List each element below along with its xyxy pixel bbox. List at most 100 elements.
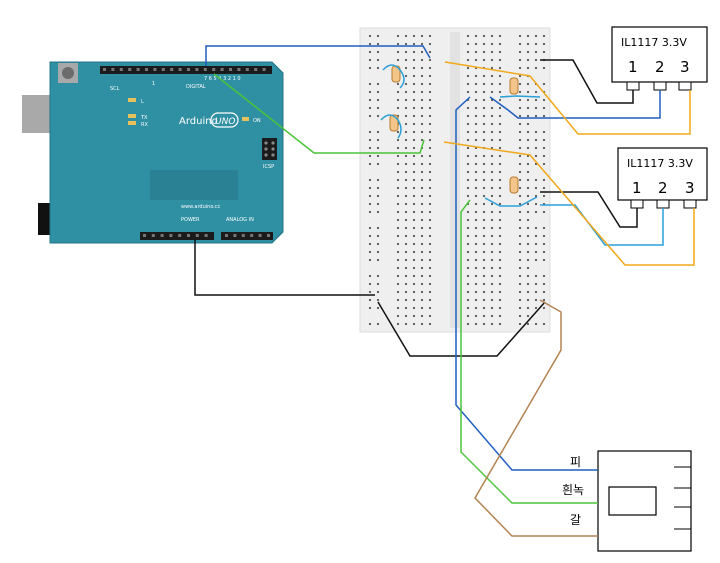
- header-pin: [245, 68, 249, 71]
- breadboard-hole: [518, 194, 522, 198]
- breadboard-hole: [396, 234, 400, 238]
- breadboard-hole: [526, 130, 530, 134]
- breadboard-hole: [428, 218, 432, 222]
- breadboard-hole: [490, 306, 494, 310]
- breadboard-hole: [368, 234, 372, 238]
- breadboard-hole: [412, 194, 416, 198]
- wires: [194, 45, 695, 537]
- breadboard-hole: [368, 290, 372, 294]
- breadboard-hole: [526, 202, 530, 206]
- breadboard-hole: [534, 138, 538, 142]
- breadboard-hole: [534, 146, 538, 150]
- wire-digital-blue: [205, 45, 431, 66]
- breadboard-hole: [518, 210, 522, 214]
- breadboard-hole: [534, 130, 538, 134]
- breadboard-hole: [534, 50, 538, 54]
- breadboard-hole: [526, 90, 530, 94]
- breadboard-hole: [368, 258, 372, 262]
- breadboard-hole: [428, 210, 432, 214]
- breadboard-hole: [368, 298, 372, 302]
- analog-label: ANALOG IN: [226, 217, 254, 223]
- breadboard-hole: [404, 250, 408, 254]
- breadboard-hole: [482, 314, 486, 318]
- breadboard-hole: [420, 266, 424, 270]
- breadboard-hole: [482, 282, 486, 286]
- breadboard-hole: [534, 306, 538, 310]
- wire-orange-reg2: [443, 141, 695, 266]
- breadboard-hole: [428, 202, 432, 206]
- breadboard-hole: [518, 90, 522, 94]
- breadboard-hole: [482, 90, 486, 94]
- breadboard-hole: [526, 138, 530, 142]
- breadboard-hole: [534, 226, 538, 230]
- breadboard-hole: [490, 226, 494, 230]
- breadboard-hole: [534, 58, 538, 62]
- wire-lightblue-r2: [380, 114, 402, 139]
- header-pin: [187, 234, 190, 237]
- breadboard-hole: [376, 146, 380, 150]
- breadboard-hole: [376, 274, 380, 278]
- breadboard-hole: [526, 58, 530, 62]
- breadboard-hole: [542, 82, 546, 86]
- breadboard-hole: [404, 146, 408, 150]
- breadboard-hole: [534, 114, 538, 118]
- breadboard-hole: [490, 242, 494, 246]
- breadboard-hole: [490, 66, 494, 70]
- breadboard-hole: [498, 122, 502, 126]
- breadboard-hole: [466, 58, 470, 62]
- wire-lightblue-1: [499, 95, 541, 98]
- breadboard-hole: [482, 106, 486, 110]
- breadboard-hole: [412, 314, 416, 318]
- breadboard-hole: [466, 322, 470, 326]
- breadboard-hole: [428, 178, 432, 182]
- breadboard-hole: [396, 250, 400, 254]
- breadboard-hole: [542, 66, 546, 70]
- breadboard-hole: [498, 242, 502, 246]
- breadboard-hole: [466, 298, 470, 302]
- breadboard-hole: [490, 130, 494, 134]
- breadboard-hole: [428, 98, 432, 102]
- breadboard-hole: [376, 322, 380, 326]
- breadboard-hole: [404, 202, 408, 206]
- breadboard-hole: [404, 242, 408, 246]
- breadboard-hole: [396, 274, 400, 278]
- header-pin: [187, 68, 190, 71]
- breadboard-hole: [368, 82, 372, 86]
- header-pin: [153, 68, 157, 71]
- breadboard-hole: [428, 290, 432, 294]
- breadboard-hole: [542, 114, 546, 118]
- breadboard-hole: [420, 314, 424, 318]
- breadboard-hole: [466, 90, 470, 94]
- breadboard-hole: [428, 242, 432, 246]
- breadboard-hole: [482, 50, 486, 54]
- breadboard-hole: [518, 34, 522, 38]
- breadboard-hole: [490, 50, 494, 54]
- breadboard-hole: [498, 138, 502, 142]
- breadboard-hole: [428, 82, 432, 86]
- breadboard-hole: [474, 282, 478, 286]
- breadboard-hole: [396, 154, 400, 158]
- breadboard-hole: [534, 178, 538, 182]
- breadboard-hole: [526, 250, 530, 254]
- breadboard-hole: [526, 34, 530, 38]
- breadboard-hole: [396, 98, 400, 102]
- breadboard-hole: [498, 90, 502, 94]
- breadboard-hole: [498, 234, 502, 238]
- breadboard-hole: [526, 194, 530, 198]
- wire-orange-reg1: [444, 61, 691, 135]
- breadboard-hole: [542, 298, 546, 302]
- breadboard-hole: [396, 106, 400, 110]
- breadboard-hole: [466, 218, 470, 222]
- breadboard-hole: [420, 210, 424, 214]
- breadboard-hole: [474, 106, 478, 110]
- breadboard-hole: [518, 58, 522, 62]
- breadboard-hole: [526, 234, 530, 238]
- breadboard-hole: [420, 226, 424, 230]
- breadboard-hole: [534, 322, 538, 326]
- breadboard-hole: [534, 66, 538, 70]
- breadboard-hole: [518, 186, 522, 190]
- breadboard-hole: [396, 322, 400, 326]
- breadboard-hole: [428, 322, 432, 326]
- breadboard-hole: [466, 282, 470, 286]
- header-pin: [151, 234, 155, 237]
